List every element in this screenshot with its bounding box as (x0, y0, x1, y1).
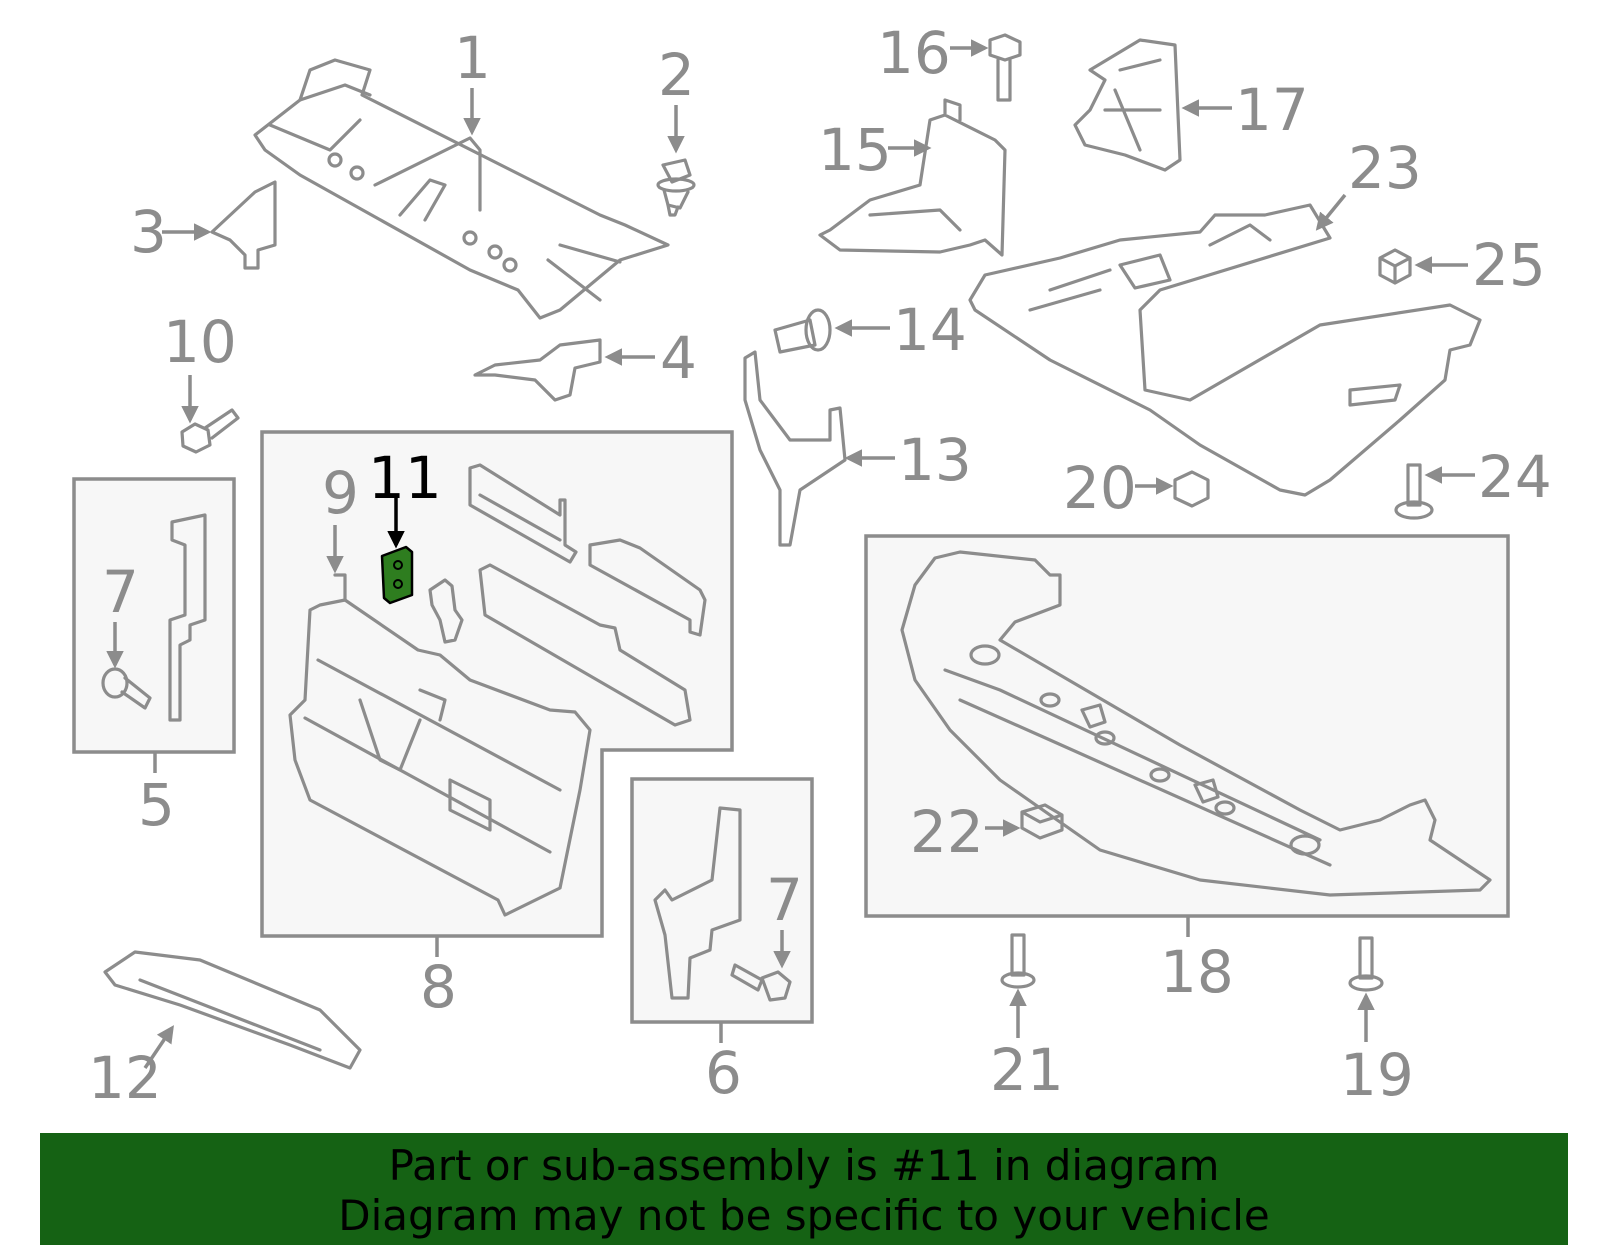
callout-12: 12 (88, 1044, 162, 1112)
callout-21: 21 (990, 1036, 1064, 1104)
part-1-radiator-cover (253, 58, 670, 320)
part-seal-rails (468, 463, 707, 727)
part-12-lower-shield (103, 950, 362, 1070)
part-5-side-bracket (168, 513, 207, 722)
callout-13: 13 (898, 426, 972, 494)
callout-8: 8 (420, 953, 457, 1021)
callout-6: 6 (705, 1039, 742, 1107)
callout-1: 1 (454, 24, 491, 92)
callout-24: 24 (1478, 443, 1552, 511)
callout-2: 2 (658, 41, 695, 109)
part-7-bolt-a (101, 667, 152, 710)
callout-7a: 7 (102, 558, 139, 626)
callout-10: 10 (163, 308, 237, 376)
part-10-bolt (180, 408, 240, 454)
part-23-undertray (968, 203, 1482, 497)
part-18-splash-shield (900, 550, 1492, 897)
part-7-bolt-b (730, 963, 792, 1002)
callout-23: 23 (1348, 134, 1422, 202)
part-4-bracket (473, 338, 602, 402)
part-11-highlighted-bracket (380, 545, 414, 605)
part-22-clip (1020, 803, 1064, 840)
part-21-bolt (1000, 933, 1036, 989)
group-box-8 (260, 430, 734, 938)
part-20-nut (1173, 470, 1210, 508)
callout-22: 22 (910, 798, 984, 866)
callout-25: 25 (1472, 231, 1546, 299)
callout-9: 9 (322, 459, 359, 527)
callout-16: 16 (877, 19, 951, 87)
callout-11: 11 (368, 444, 442, 512)
callout-17: 17 (1235, 76, 1309, 144)
callout-4: 4 (660, 324, 697, 392)
part-25-nut (1378, 248, 1412, 285)
part-24-bolt (1394, 463, 1434, 520)
callout-3: 3 (130, 198, 167, 266)
part-2-push-clip (656, 158, 696, 217)
callout-7b: 7 (766, 866, 803, 934)
banner-line-1: Part or sub-assembly is #11 in diagram (388, 1141, 1220, 1190)
banner-line-2: Diagram may not be specific to your vehi… (338, 1191, 1270, 1240)
info-banner: Part or sub-assembly is #11 in diagram D… (40, 1133, 1568, 1245)
part-19-bolt (1348, 936, 1384, 992)
part-9-grille-frame (288, 573, 592, 917)
part-14-bolt (773, 308, 832, 354)
group-box-5 (72, 477, 236, 754)
callout-19: 19 (1340, 1041, 1414, 1109)
callout-20: 20 (1063, 454, 1137, 522)
part-16-bolt (988, 33, 1022, 102)
part-15-air-guide (818, 98, 1007, 257)
group-box-6 (630, 777, 814, 1024)
part-6-side-bracket (653, 806, 742, 1000)
part-17-air-deflector (1073, 38, 1182, 172)
callout-labels: 1 2 3 4 10 9 11 7 5 8 12 6 7 16 17 15 23… (88, 19, 1552, 1112)
callout-18: 18 (1160, 938, 1234, 1006)
callout-5: 5 (138, 771, 175, 839)
leader-lines (106, 39, 1475, 1069)
callout-14: 14 (893, 296, 967, 364)
group-box-18 (864, 534, 1510, 918)
part-small-bracket (428, 578, 464, 644)
callout-15: 15 (818, 116, 892, 184)
part-13-bracket (743, 350, 847, 547)
part-3-bracket (210, 180, 277, 270)
